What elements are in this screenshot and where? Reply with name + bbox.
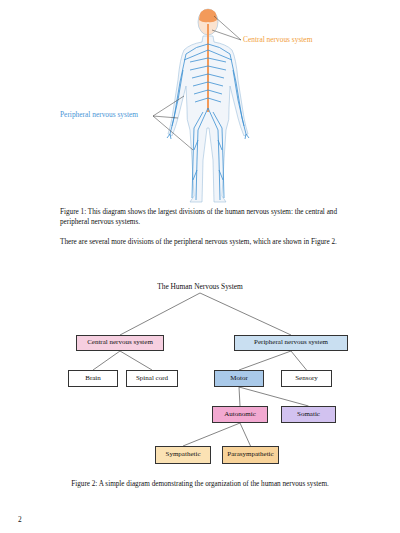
tree-connector [291, 351, 307, 370]
category-box: Brain [68, 370, 118, 387]
nerve-lines [167, 44, 249, 200]
category-box: Autonomic [212, 406, 268, 423]
tree-connector [120, 293, 200, 335]
region-label: Peripheral nervous system [60, 110, 155, 120]
page-number: 2 [18, 515, 38, 525]
node-text: Autonomic [224, 411, 256, 419]
node-text: The Human Nervous System [157, 283, 243, 291]
category-box: Peripheral nervous system [234, 335, 348, 351]
category-box: Parasympathetic [222, 446, 279, 464]
node-text: Parasympathetic [227, 451, 273, 459]
node-text: Peripheral nervous system [254, 339, 328, 347]
tree-connector [239, 351, 291, 370]
category-box: Sympathetic [155, 446, 211, 464]
category-box: Sensory [281, 370, 332, 387]
tree-connector [239, 387, 309, 406]
category-box: Motor [214, 370, 264, 387]
node-text: Sympathetic [166, 451, 201, 459]
node-text: Sensory [295, 375, 318, 383]
category-box: Somatic [281, 406, 336, 423]
category-box: Spinal cord [126, 370, 178, 387]
figure-caption: Figure 1: This diagram shows the largest… [60, 208, 350, 227]
tree-connector [183, 423, 240, 446]
brain-shape [199, 9, 217, 22]
spinal-cord [207, 24, 209, 112]
tree-connector [120, 351, 152, 370]
tree-connector [240, 423, 251, 446]
node-text: Somatic [297, 411, 320, 419]
category-box: Central nervous system [76, 335, 164, 351]
tree-root-heading: The Human Nervous System [130, 281, 270, 293]
node-text: Central nervous system [87, 339, 153, 347]
connector-layer [93, 293, 309, 446]
node-text: Spinal cord [136, 375, 168, 383]
tree-connector [93, 351, 120, 370]
node-text: Brain [85, 375, 101, 383]
leader-lines [153, 16, 241, 150]
tree-connector [239, 387, 240, 406]
figure-caption: Figure 2: A simple diagram demonstrating… [40, 480, 360, 490]
node-text: Motor [230, 375, 248, 383]
body-paragraph: There are several more divisions of the … [60, 238, 360, 248]
tree-connector [200, 293, 291, 335]
human-body-illustration [153, 9, 249, 202]
region-label: Central nervous system [243, 35, 353, 45]
